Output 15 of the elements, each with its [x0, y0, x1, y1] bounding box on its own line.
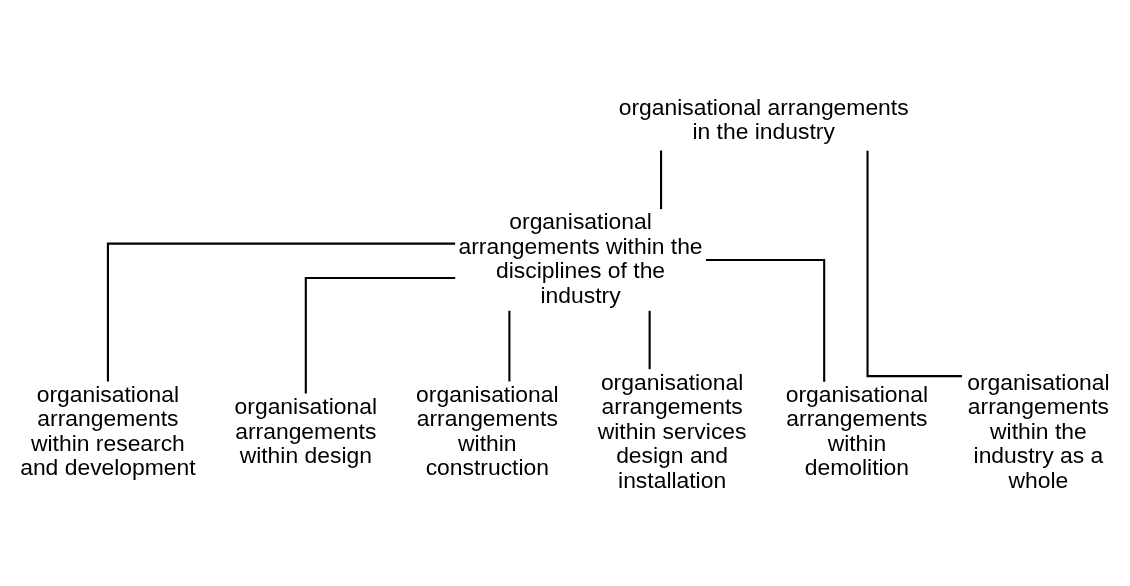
- node-text: organisational arrangements in the industry: [618, 93, 909, 144]
- node-text: organisational arrangements within services design and installation: [597, 367, 747, 493]
- connector: [648, 310, 651, 369]
- node-text: organisational arrangements within the disciplines of the industry: [458, 207, 703, 308]
- connector: [705, 258, 826, 382]
- connector: [106, 242, 456, 381]
- node-text: organisational arrangements within demolition: [785, 380, 929, 480]
- node-text: organisational arrangements within construction: [416, 380, 559, 480]
- connector: [304, 276, 456, 393]
- node-text: organisational arrangements within research and development: [20, 380, 196, 480]
- connector: [508, 310, 511, 381]
- connector: [660, 149, 663, 209]
- node-text: organisational arrangements within design: [234, 392, 378, 468]
- node-text: organisational arrangements within the industry as a whole: [967, 367, 1110, 493]
- connector: [866, 150, 962, 377]
